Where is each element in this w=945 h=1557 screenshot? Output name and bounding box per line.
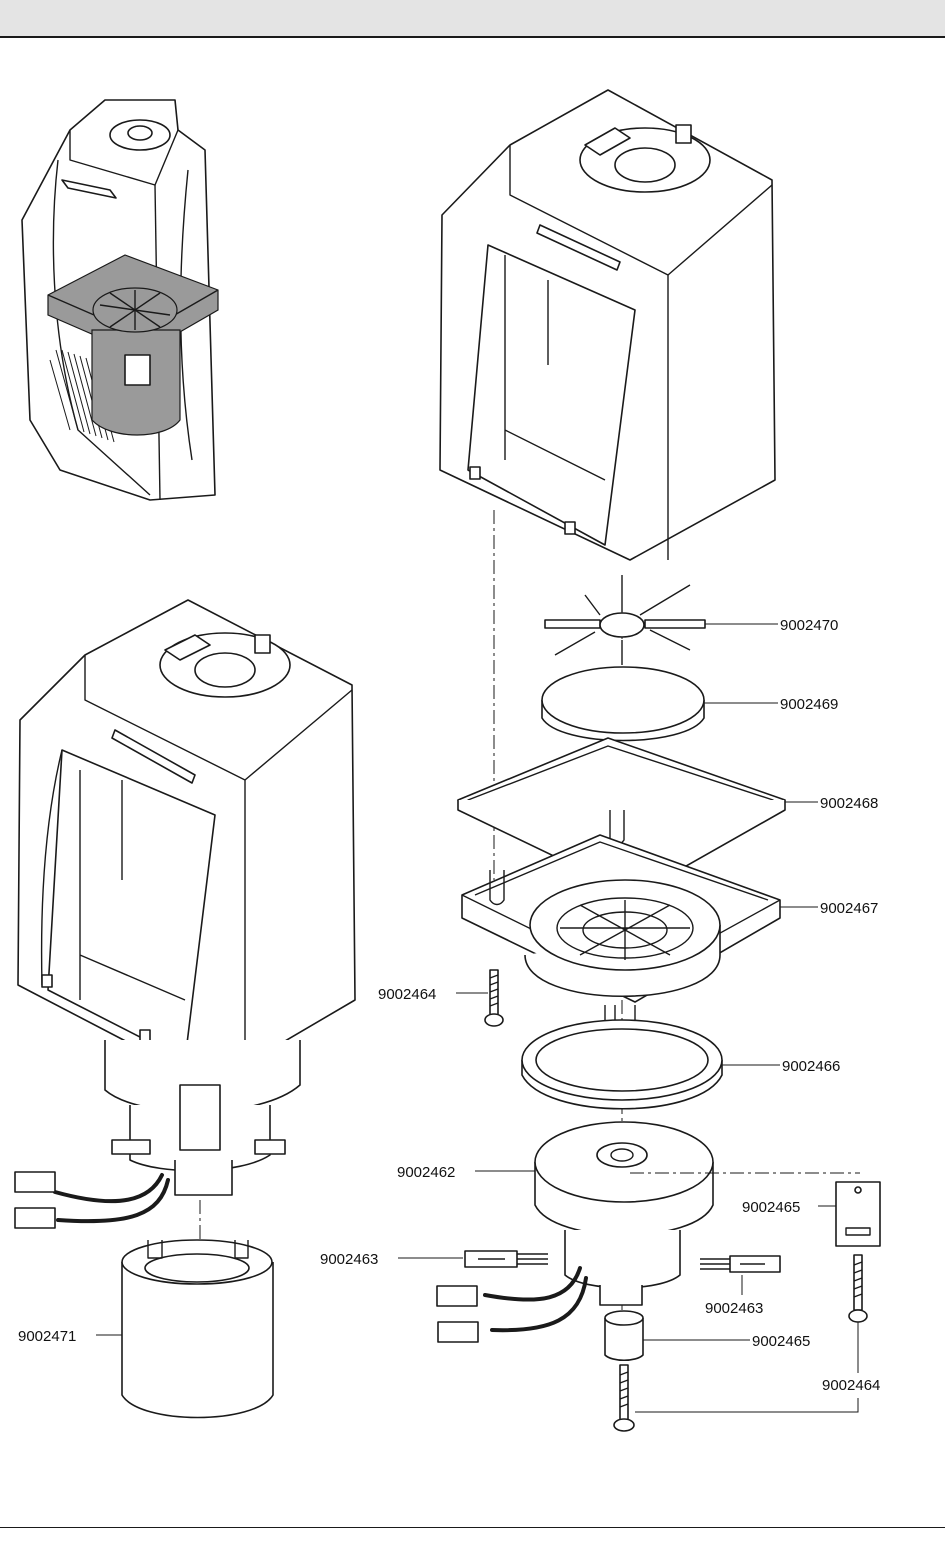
- connector-right-part: 9002463: [700, 1255, 781, 1317]
- impeller-part: 9002470: [544, 575, 838, 665]
- label-connector-right: 9002463: [705, 1300, 763, 1317]
- assembled-view-large: [14, 599, 356, 1280]
- screw-left-part: 9002464: [378, 969, 504, 1027]
- header-band: [0, 0, 945, 36]
- label-screw-left: 9002464: [378, 986, 436, 1003]
- label-sleeve: 9002471: [18, 1328, 76, 1345]
- label-filter-pad: 9002469: [780, 696, 838, 713]
- label-gasket-frame: 9002468: [820, 795, 878, 812]
- screw-bottom-part: 9002464: [613, 1254, 880, 1432]
- top-rotary-knob: [159, 632, 291, 698]
- connector-left-part: 9002463: [320, 1250, 548, 1268]
- label-motor: 9002462: [397, 1164, 455, 1181]
- label-connector-left: 9002463: [320, 1251, 378, 1268]
- label-ring-gasket: 9002466: [782, 1058, 840, 1075]
- label-screw-bottom: 9002464: [822, 1377, 880, 1394]
- filter-housing-part: 9002467: [461, 834, 878, 1025]
- exploded-top-knob: [579, 124, 711, 193]
- label-filter-housing: 9002467: [820, 900, 878, 917]
- motor-part: 9002462: [397, 1121, 860, 1343]
- sleeve-part: 9002471: [18, 1239, 274, 1419]
- exploded-housing: [439, 89, 776, 561]
- ring-gasket-part: 9002466: [521, 1019, 840, 1110]
- bracket-part: 9002465: [742, 1181, 881, 1247]
- footer-rule: [0, 1527, 945, 1528]
- label-bushing: 9002465: [752, 1333, 810, 1350]
- bushing-part: 9002465: [604, 1310, 810, 1362]
- filter-pad-part: 9002469: [541, 666, 838, 742]
- header-rule: [0, 36, 945, 38]
- label-bracket: 9002465: [742, 1199, 800, 1216]
- label-impeller: 9002470: [780, 617, 838, 634]
- assembled-view-small: [21, 99, 219, 501]
